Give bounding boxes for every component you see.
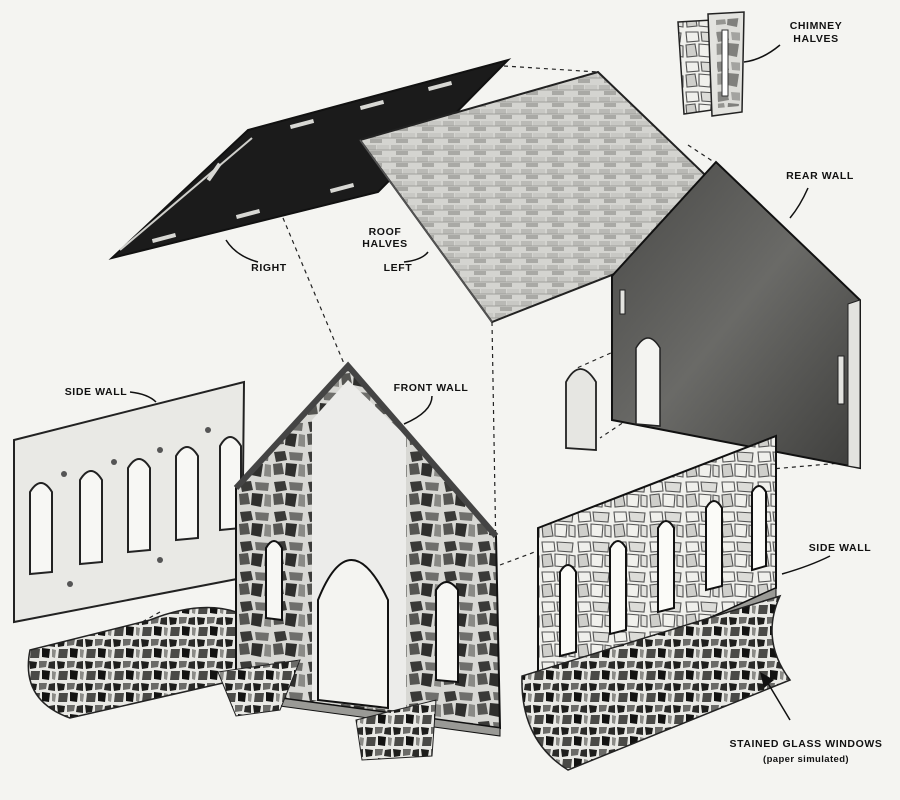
label-roof-halves-line2: HALVES [362, 238, 408, 250]
label-rear-wall: REAR WALL [786, 170, 854, 182]
side-wall-left [13, 380, 246, 719]
front-wall [217, 361, 502, 761]
roof-half-right [108, 58, 512, 260]
label-roof-right: RIGHT [251, 262, 287, 274]
label-stained-glass-line1: STAINED GLASS WINDOWS [729, 738, 883, 750]
label-side-wall-left: SIDE WALL [64, 386, 128, 398]
label-stained-glass-line2: (paper simulated) [763, 754, 849, 765]
label-roof-halves-line1: ROOF [368, 226, 402, 238]
chimney-halves [677, 11, 745, 117]
label-leader-lines [129, 44, 831, 721]
label-roof-left: LEFT [383, 262, 413, 274]
stained-glass-arrow-head [760, 672, 774, 688]
label-side-wall-right: SIDE WALL [808, 542, 872, 554]
rear-wall [611, 160, 861, 470]
label-front-wall: FRONT WALL [393, 382, 469, 394]
door-piece [565, 368, 597, 451]
label-chimney-halves-line2: HALVES [793, 33, 839, 45]
label-chimney-halves-line1: CHIMNEY [789, 20, 843, 32]
side-wall-right [521, 434, 792, 771]
